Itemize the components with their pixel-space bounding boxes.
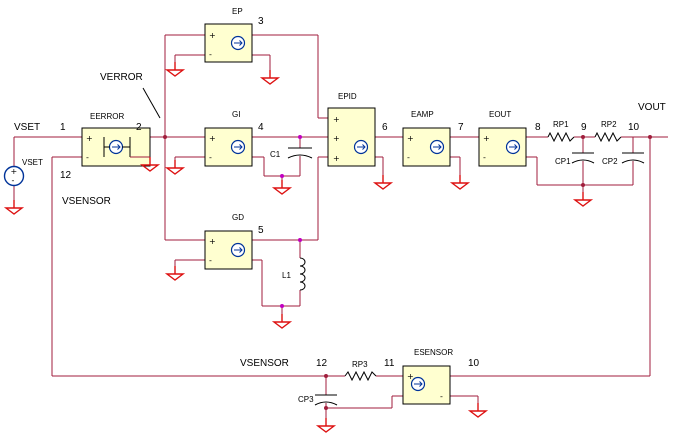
wiring [13, 34, 668, 418]
esensor-label: ESENSOR [414, 348, 453, 357]
node-6: 6 [382, 122, 388, 133]
verror-label: VERROR [100, 72, 143, 83]
node-10-sensor: 10 [468, 358, 480, 369]
svg-text:+: + [407, 372, 414, 381]
svg-text:-: - [12, 176, 15, 185]
cp1-label: CP1 [555, 157, 571, 166]
c1-capacitor [287, 147, 313, 159]
vout-label: VOUT [638, 102, 666, 113]
ground-icon [166, 61, 184, 77]
vsensor-bottom-label: VSENSOR [240, 358, 289, 369]
c1-label: C1 [270, 150, 281, 159]
rp1-label: RP1 [553, 120, 569, 129]
ground-icon [451, 174, 469, 190]
node-10: 10 [628, 122, 640, 133]
svg-text:-: - [86, 153, 89, 162]
eout-block: +- [478, 127, 527, 167]
rp3-label: RP3 [352, 360, 368, 369]
gi-label: GI [232, 110, 240, 119]
rp1-resistor [547, 131, 575, 143]
node-11: 11 [384, 358, 395, 369]
vset-source-label: VSET [22, 158, 43, 167]
gd-block: +- [204, 230, 253, 270]
svg-text:+: + [333, 134, 340, 143]
node-12: 12 [60, 170, 72, 181]
ground-icon [469, 402, 487, 418]
ground-icon [5, 199, 23, 215]
vset-label: VSET [14, 122, 40, 133]
svg-text:+: + [209, 237, 216, 246]
eerror-block: +- [81, 127, 151, 167]
node-7: 7 [458, 122, 464, 133]
svg-text:+: + [333, 154, 340, 163]
svg-text:+: + [209, 134, 216, 143]
cp3-label: CP3 [298, 395, 314, 404]
epid-block: + + + [327, 107, 376, 167]
svg-text:-: - [209, 50, 212, 59]
svg-text:+: + [86, 134, 93, 143]
svg-text:-: - [407, 153, 410, 162]
svg-text:-: - [209, 153, 212, 162]
l1-inductor [299, 257, 306, 291]
ground-icon [166, 159, 184, 175]
svg-text:+: + [483, 134, 490, 143]
epid-label: EPID [338, 92, 357, 101]
l1-label: L1 [282, 271, 291, 280]
node-12-bottom: 12 [316, 358, 328, 369]
node-2: 2 [136, 122, 142, 133]
ep-block: +- [204, 23, 253, 63]
ground-icon [273, 179, 291, 195]
eamp-block: +- [402, 127, 451, 167]
svg-text:+: + [333, 115, 340, 124]
vsensor-left-label: VSENSOR [62, 196, 111, 207]
ground-icon [317, 417, 335, 433]
gd-label: GD [232, 213, 244, 222]
ep-label: EP [232, 7, 243, 16]
ground-icon [261, 69, 279, 85]
rp2-resistor [594, 131, 622, 143]
node-4: 4 [258, 122, 264, 133]
junction-dots [163, 135, 652, 410]
eout-label: EOUT [489, 110, 511, 119]
node-1: 1 [60, 122, 66, 133]
ground-icon [273, 313, 291, 329]
node-9: 9 [581, 122, 587, 133]
node-5: 5 [258, 225, 264, 236]
svg-text:+: + [209, 31, 216, 40]
rp3-resistor [344, 370, 377, 382]
ground-icon [574, 191, 592, 207]
cp2-label: CP2 [602, 157, 618, 166]
node-8: 8 [535, 122, 541, 133]
svg-text:-: - [483, 153, 486, 162]
cp2-capacitor [621, 152, 645, 164]
esensor-block: +- [402, 365, 451, 405]
svg-text:+: + [407, 134, 414, 143]
rp2-label: RP2 [601, 120, 617, 129]
gi-block: +- [204, 127, 253, 167]
svg-text:-: - [440, 392, 443, 401]
svg-text:-: - [209, 256, 212, 265]
ground-icon [374, 174, 392, 190]
vset-source: + - [3, 165, 25, 187]
cp3-capacitor [314, 394, 338, 406]
ground-icon [166, 265, 184, 281]
eamp-label: EAMP [411, 110, 434, 119]
cp1-capacitor [571, 152, 595, 164]
svg-text:+: + [11, 167, 18, 176]
eerror-label: EERROR [90, 112, 124, 121]
node-3: 3 [258, 16, 264, 27]
